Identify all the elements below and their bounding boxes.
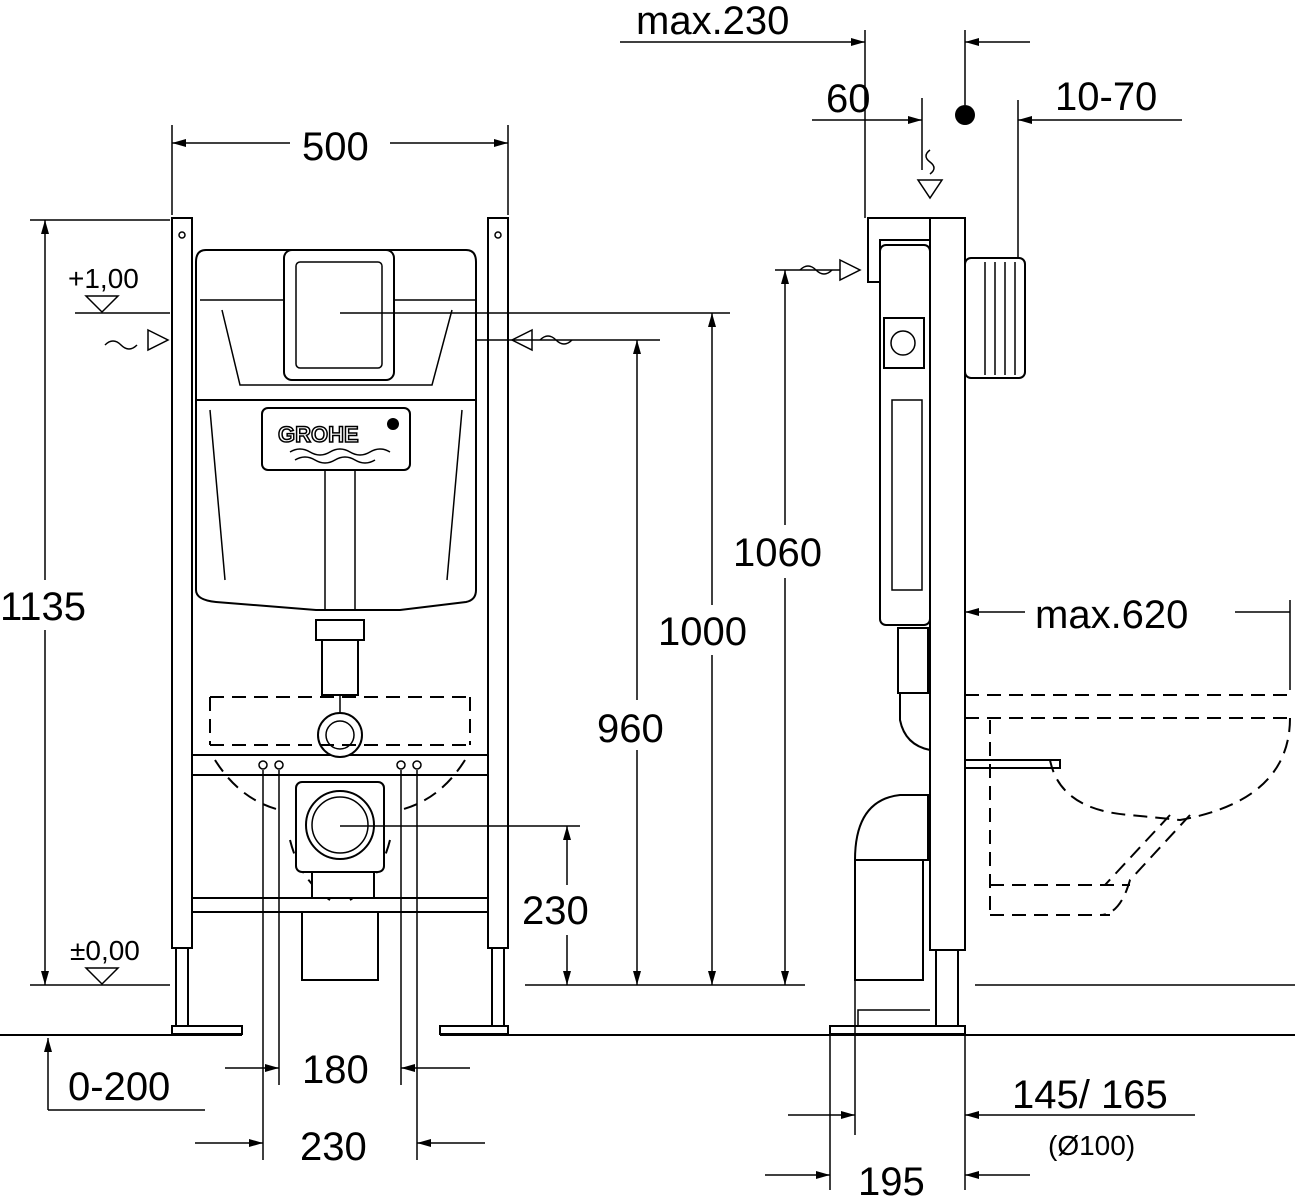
label-145-165: 145/ 165 [1012, 1073, 1168, 1117]
label-10-70: 10-70 [1055, 75, 1157, 119]
label-180: 180 [302, 1048, 369, 1092]
label-1135: 1135 [0, 585, 86, 629]
label-0-200: 0-200 [68, 1065, 170, 1109]
cistern: GROHE [195, 249, 477, 758]
label-max-620: max.620 [1035, 593, 1188, 637]
label-230-spacing: 230 [300, 1125, 367, 1169]
dim-10-70: 10-70 [1017, 75, 1182, 258]
label-195: 195 [858, 1160, 925, 1202]
dim-max-620: max.620 [965, 593, 1291, 690]
label-zero: ±0,00 [70, 935, 140, 966]
dim-height-960: 960 [597, 340, 664, 985]
dim-width-500: 500 [171, 125, 509, 215]
label-500: 500 [302, 125, 369, 169]
dim-60: 60 [812, 77, 923, 170]
label-230-height: 230 [522, 889, 589, 933]
label-60: 60 [826, 77, 871, 121]
inlet-side [775, 105, 975, 282]
label-1000: 1000 [658, 610, 747, 654]
label-960: 960 [597, 707, 664, 751]
level-zero: ±0,00 [70, 935, 140, 986]
label-diameter-100: (Ø100) [1048, 1130, 1135, 1161]
dim-145-165: 145/ 165 (Ø100) [788, 980, 1195, 1190]
side-frame [829, 217, 1061, 1035]
dim-height-230: 230 [340, 825, 589, 985]
dim-max-230: max.230 [620, 0, 1030, 218]
drain-front [258, 760, 422, 981]
dim-195: 195 [765, 1035, 1030, 1202]
label-plus-1: +1,00 [68, 263, 139, 294]
dim-bolt-spacing: 180 230 [195, 770, 485, 1169]
grohe-logo: GROHE [278, 422, 359, 447]
dim-floor-0-200: 0-200 [44, 1038, 205, 1111]
level-top: +1,00 [68, 263, 170, 352]
label-1060: 1060 [733, 531, 822, 575]
inlet-right [340, 312, 730, 352]
label-max-230: max.230 [636, 0, 789, 43]
dim-height-1135: 1135 [0, 219, 170, 985]
dim-height-1000: 1000 [658, 313, 747, 985]
toilet-outline-side [965, 694, 1291, 916]
dim-height-1060: 1060 [733, 270, 822, 985]
